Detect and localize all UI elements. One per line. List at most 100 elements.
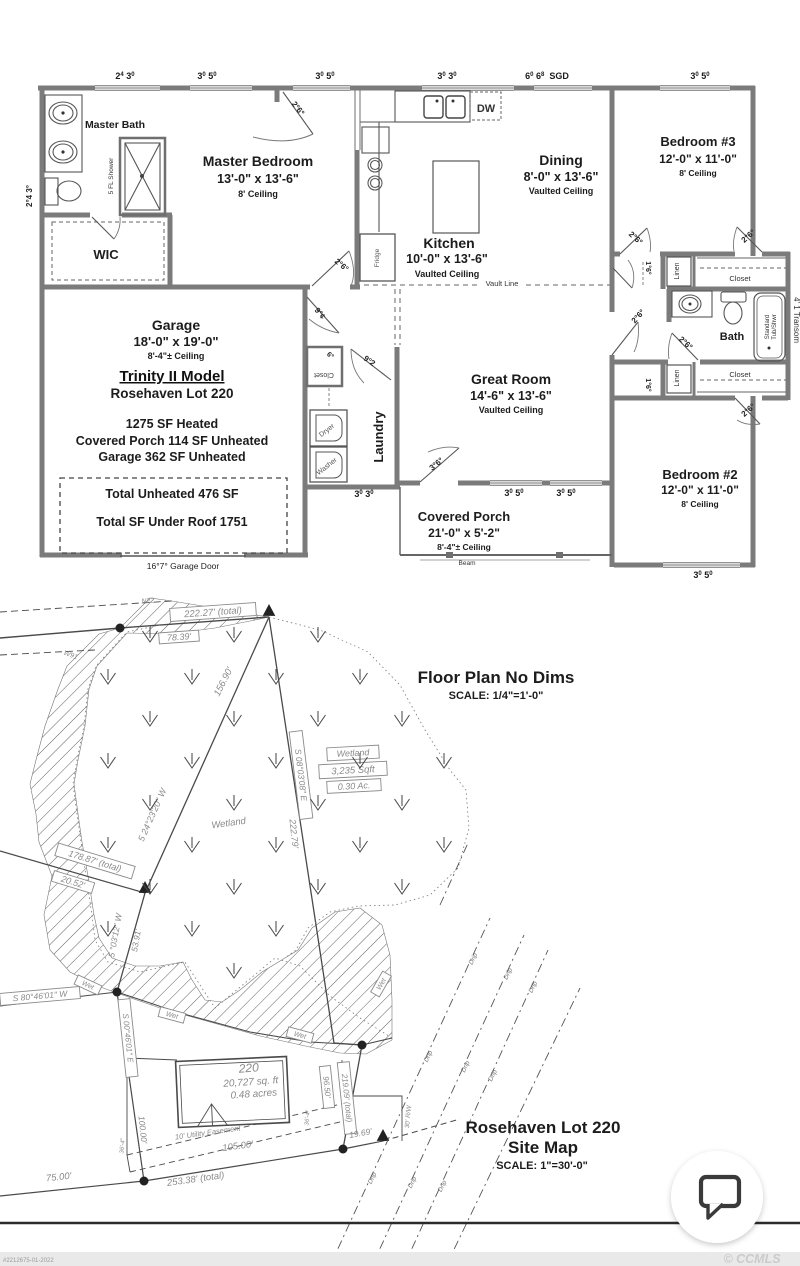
svg-text:21'-0" x 5'-2": 21'-0" x 5'-2" (428, 526, 500, 540)
svg-text:Laundry: Laundry (371, 411, 386, 463)
svg-text:8' Ceiling: 8' Ceiling (681, 499, 718, 509)
svg-text:SCALE: 1/4"=1'-0": SCALE: 1/4"=1'-0" (449, 690, 544, 702)
svg-text:2°4 3°: 2°4 3° (25, 185, 34, 207)
svg-text:30' R/W: 30' R/W (404, 1104, 413, 1128)
svg-text:78.39': 78.39' (167, 631, 192, 643)
svg-text:Garage: Garage (152, 317, 200, 333)
svg-text:36'-4": 36'-4" (119, 1137, 126, 1154)
svg-text:8'-0" x 13'-6": 8'-0" x 13'-6" (524, 170, 599, 184)
svg-text:Beam: Beam (459, 560, 476, 567)
svg-text:Drip: Drip (487, 1068, 499, 1082)
svg-text:© CCMLS: © CCMLS (723, 1252, 781, 1266)
svg-text:8' Ceiling: 8' Ceiling (238, 189, 278, 199)
svg-text:222.79': 222.79' (287, 818, 300, 849)
svg-text:Rosehaven Lot 220: Rosehaven Lot 220 (466, 1118, 621, 1137)
svg-text:Closet: Closet (729, 370, 751, 379)
svg-text:20,727 sq. ft: 20,727 sq. ft (222, 1075, 280, 1090)
svg-text:Wetland: Wetland (336, 747, 370, 759)
svg-text:Wetland: Wetland (211, 816, 248, 832)
svg-text:#2212675-01-2022: #2212675-01-2022 (3, 1258, 54, 1264)
svg-text:Drip: Drip (503, 967, 515, 981)
svg-text:100.00': 100.00' (137, 1115, 150, 1144)
svg-text:75.00': 75.00' (45, 1171, 73, 1185)
svg-text:Drip: Drip (423, 1049, 435, 1063)
svg-text:Vaulted Ceiling: Vaulted Ceiling (529, 186, 594, 196)
svg-text:16°7° Garage Door: 16°7° Garage Door (147, 561, 220, 571)
svg-text:30 50: 30 50 (690, 71, 710, 81)
svg-text:N22: N22 (141, 597, 155, 605)
svg-text:8'-4"± Ceiling: 8'-4"± Ceiling (437, 542, 491, 552)
svg-text:12'-0" x 11'-0": 12'-0" x 11'-0" (659, 152, 737, 166)
svg-text:W91: W91 (63, 650, 79, 662)
svg-text:Drip: Drip (468, 952, 480, 966)
svg-text:Fridge: Fridge (374, 248, 381, 267)
svg-text:Drip: Drip (367, 1171, 379, 1185)
svg-text:30 50: 30 50 (693, 570, 713, 580)
svg-text:Floor Plan No Dims: Floor Plan No Dims (418, 668, 575, 687)
svg-text:30 50: 30 50 (556, 488, 576, 498)
svg-text:Closet: Closet (314, 371, 334, 378)
svg-text:S 80°46'01" W: S 80°46'01" W (12, 988, 68, 1003)
svg-text:4' 1 Transom: 4' 1 Transom (792, 297, 800, 343)
svg-text:Closet: Closet (729, 274, 751, 283)
svg-text:Wet: Wet (81, 980, 96, 992)
svg-text:8' Ceiling: 8' Ceiling (679, 168, 716, 178)
svg-text:Drip: Drip (460, 1059, 472, 1073)
svg-text:96.50': 96.50' (321, 1076, 332, 1099)
svg-text:6°: 6° (325, 350, 335, 361)
svg-text:1°6°: 1°6° (644, 378, 652, 392)
svg-text:Master Bedroom: Master Bedroom (203, 153, 313, 169)
svg-text:Site Map: Site Map (508, 1138, 578, 1157)
svg-text:Vaulted Ceiling: Vaulted Ceiling (479, 405, 544, 415)
svg-text:Total SF Under Roof 1751: Total SF Under Roof 1751 (96, 515, 247, 529)
svg-text:Linen: Linen (674, 262, 681, 279)
svg-text:Master Bath: Master Bath (85, 119, 145, 131)
svg-text:30 50: 30 50 (197, 71, 217, 81)
svg-text:222.27' (total): 222.27' (total) (183, 605, 242, 620)
svg-text:Linen: Linen (674, 369, 681, 386)
svg-text:Covered Porch: Covered Porch (418, 509, 511, 524)
svg-text:Great Room: Great Room (471, 371, 551, 387)
svg-text:10'-0" x 13'-6": 10'-0" x 13'-6" (406, 252, 488, 266)
svg-text:Standard: Standard (765, 315, 771, 339)
svg-text:0.30 Ac.: 0.30 Ac. (337, 780, 370, 792)
svg-text:30 30: 30 30 (354, 489, 374, 499)
svg-text:Total Unheated 476 SF: Total Unheated 476 SF (105, 487, 238, 501)
svg-text:8'-4"± Ceiling: 8'-4"± Ceiling (148, 351, 205, 361)
svg-text:53.91': 53.91' (129, 928, 143, 953)
svg-text:Rosehaven Lot 220: Rosehaven Lot 220 (110, 386, 233, 401)
svg-text:1°6°: 1°6° (644, 261, 652, 275)
svg-text:13'-0" x 13'-6": 13'-0" x 13'-6" (217, 172, 299, 186)
svg-text:60 68 SGD: 60 68 SGD (525, 71, 569, 81)
svg-text:Bedroom #2: Bedroom #2 (662, 467, 737, 482)
svg-text:Vaulted Ceiling: Vaulted Ceiling (415, 269, 480, 279)
svg-text:24 30: 24 30 (115, 71, 135, 81)
svg-text:30 30: 30 30 (437, 71, 457, 81)
svg-text:Trinity II Model: Trinity II Model (119, 368, 224, 385)
svg-text:Drip: Drip (437, 1179, 449, 1193)
svg-text:WIC: WIC (93, 247, 119, 262)
svg-text:Bath: Bath (720, 331, 745, 343)
svg-text:Covered Porch 114 SF Unheated: Covered Porch 114 SF Unheated (76, 434, 268, 448)
svg-text:Garage 362 SF Unheated: Garage 362 SF Unheated (98, 450, 245, 464)
svg-text:Wet: Wet (165, 1011, 180, 1021)
svg-text:220: 220 (237, 1060, 259, 1075)
svg-text:14'-6" x 13'-6": 14'-6" x 13'-6" (470, 389, 552, 403)
svg-text:Drip: Drip (528, 980, 540, 994)
svg-text:Bedroom #3: Bedroom #3 (660, 134, 735, 149)
svg-text:Vault Line: Vault Line (486, 279, 519, 288)
svg-text:36'-4": 36'-4" (304, 1109, 311, 1126)
svg-text:30 50: 30 50 (315, 71, 335, 81)
svg-text:1275 SF Heated: 1275 SF Heated (126, 417, 218, 431)
svg-text:3,235 Sqft: 3,235 Sqft (331, 764, 375, 777)
svg-text:Wet: Wet (293, 1031, 308, 1041)
svg-text:30 50: 30 50 (504, 488, 524, 498)
svg-text:12'-0" x 11'-0": 12'-0" x 11'-0" (661, 483, 739, 497)
svg-text:Kitchen: Kitchen (423, 235, 474, 251)
svg-text:Dining: Dining (539, 152, 583, 168)
svg-text:18'-0" x 19'-0": 18'-0" x 19'-0" (133, 334, 218, 349)
svg-text:Tub/Shwr: Tub/Shwr (772, 314, 778, 339)
svg-text:5 FL Shower: 5 FL Shower (108, 157, 115, 194)
svg-text:DW: DW (477, 103, 496, 115)
svg-text:19.69': 19.69' (348, 1126, 373, 1140)
